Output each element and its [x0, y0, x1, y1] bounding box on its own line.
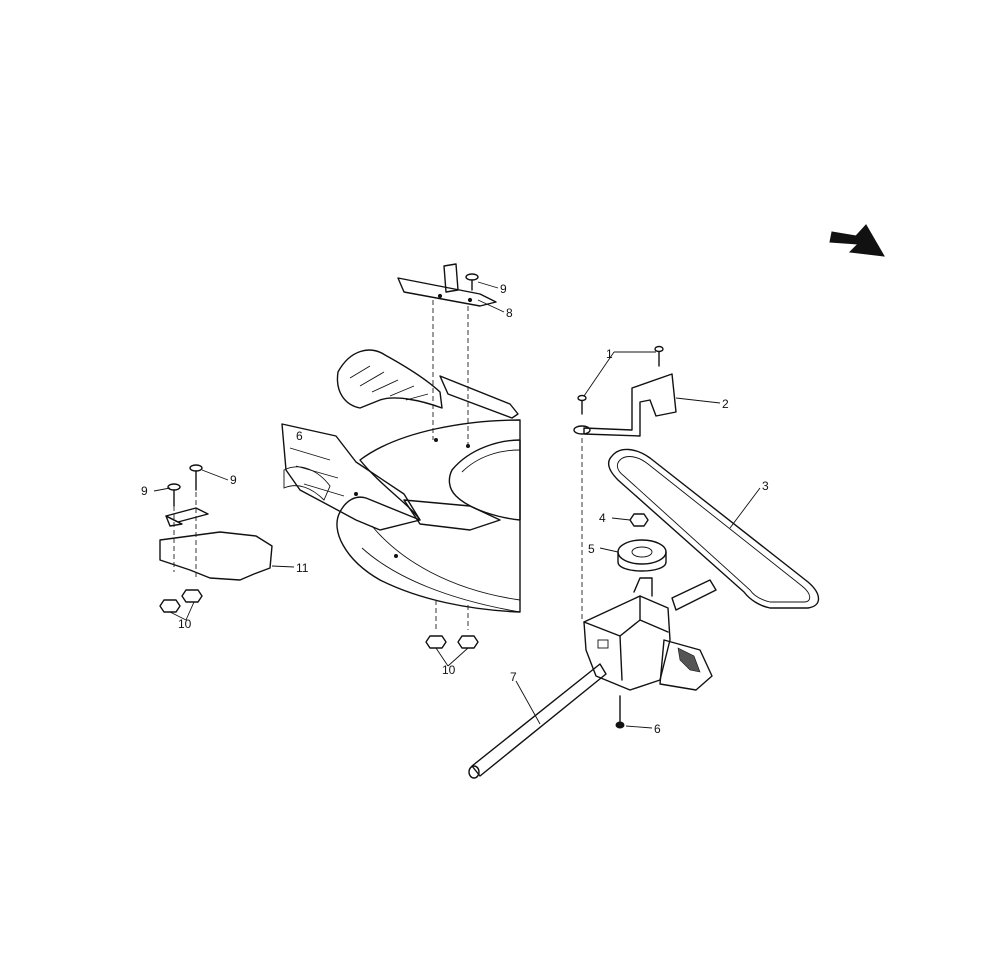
- part-2-belt-guide: [573, 373, 677, 437]
- part-6-bolt: [615, 695, 625, 729]
- callout-1: 1: [606, 347, 613, 361]
- callout-9-left: 9: [141, 484, 148, 498]
- callout-5: 5: [588, 542, 595, 556]
- part-9-bolts-left: [167, 464, 203, 507]
- callout-3: 3: [762, 479, 769, 493]
- part-4-nut: [629, 513, 649, 527]
- deck-marking: 6: [296, 429, 303, 443]
- callout-2: 2: [722, 397, 729, 411]
- part-5-pulley: [617, 539, 667, 572]
- mower-deck: 6: [281, 349, 521, 613]
- callout-6: 6: [654, 722, 661, 736]
- part-3-drive-belt: [607, 448, 820, 609]
- callout-4: 4: [599, 511, 606, 525]
- leader-lines: [153, 281, 761, 729]
- callout-11: 11: [296, 561, 309, 575]
- part-8-bracket: [397, 263, 497, 307]
- callout-7: 7: [510, 670, 517, 684]
- callout-9-top: 9: [500, 282, 507, 296]
- callout-9-mid: 9: [230, 473, 237, 487]
- part-10-nuts-left: [159, 589, 203, 613]
- callout-10-left: 10: [178, 617, 192, 631]
- left-mount-bracket: [165, 507, 209, 527]
- part-7-axle: [468, 579, 717, 779]
- part-11-plate: [159, 531, 273, 581]
- callout-10-deck: 10: [442, 663, 456, 677]
- transmission-gearbox: [583, 577, 713, 691]
- callout-8: 8: [506, 306, 513, 320]
- part-9-bolt-top: [465, 273, 479, 291]
- part-1-screws: [577, 345, 664, 415]
- arrow-southeast-icon: [829, 224, 885, 257]
- part-10-nuts-deck: [425, 635, 479, 649]
